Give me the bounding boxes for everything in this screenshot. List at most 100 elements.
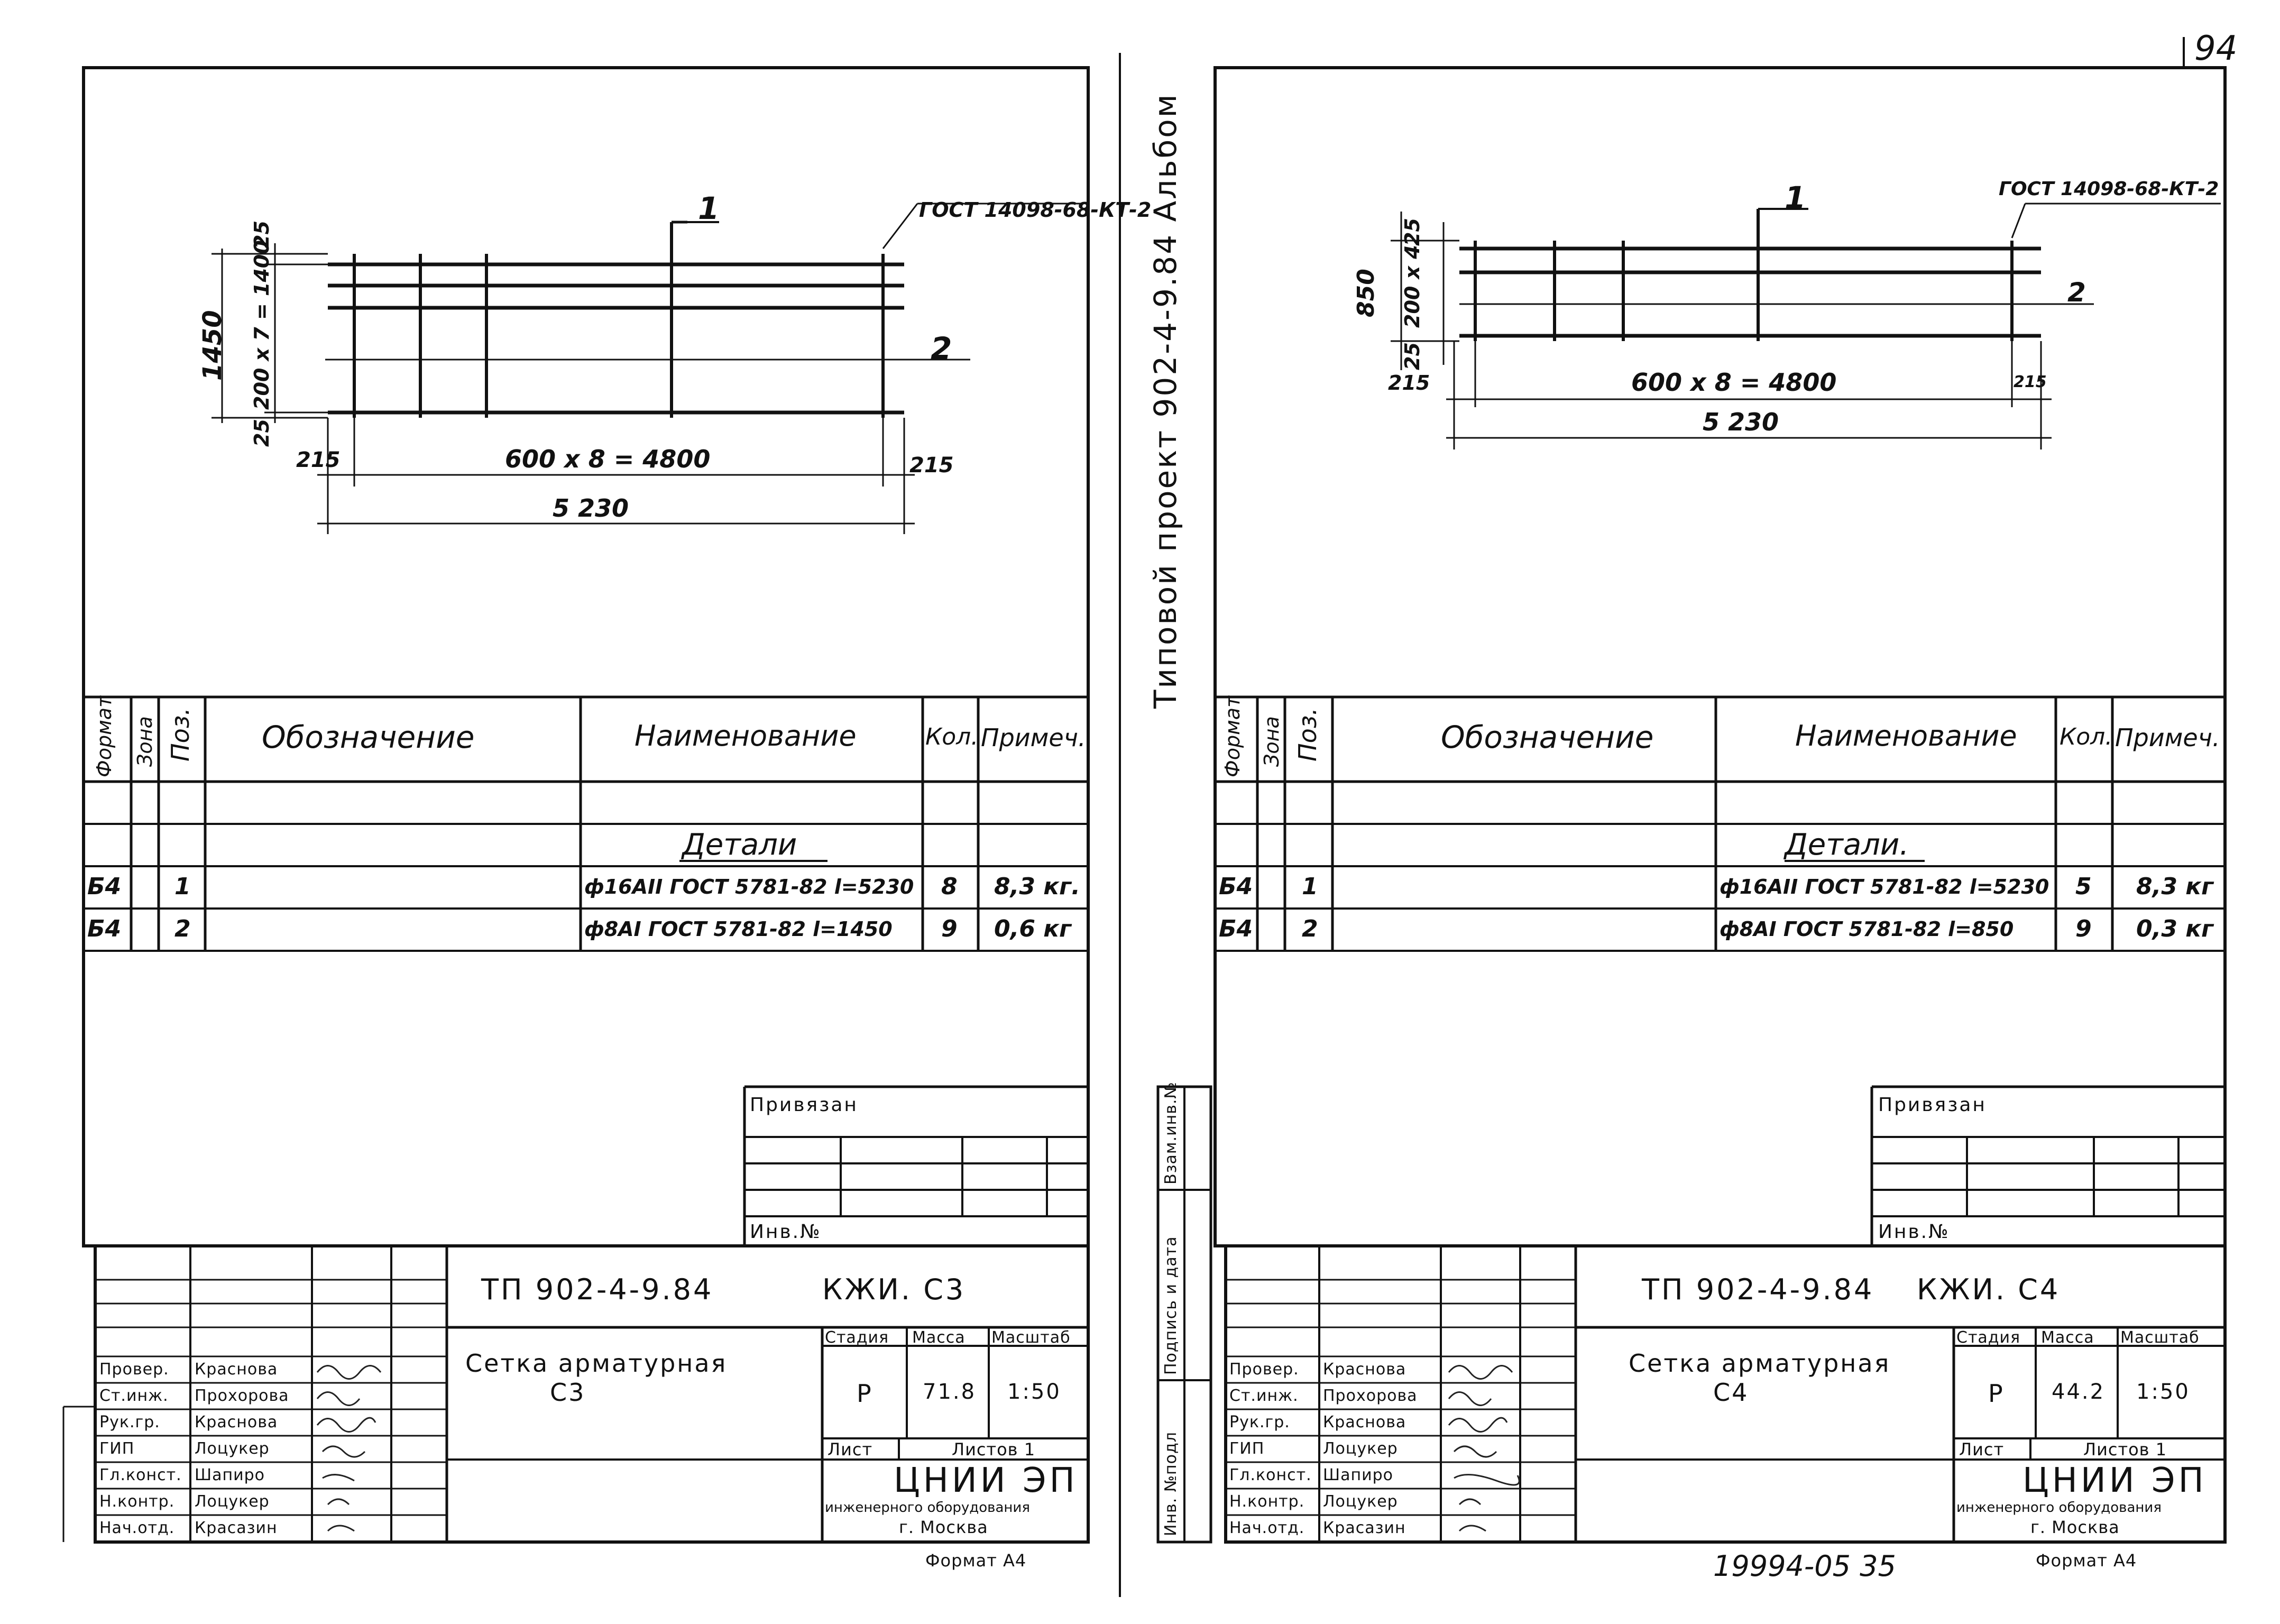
left-format: Формат А4	[925, 1550, 1027, 1571]
right-signer-role-7: Нач.отд.	[1229, 1519, 1305, 1537]
left-pos1: 1	[698, 190, 720, 226]
right-gost-label: ГОСТ 14098-68-КТ-2	[1999, 178, 2219, 200]
right-pos1: 1	[1785, 180, 1806, 216]
left-row2-format: Б4	[87, 915, 122, 942]
left-doc-name1: Сетка арматурная	[465, 1349, 728, 1378]
left-dim-total-length: 5 230	[553, 494, 629, 522]
right-row1-qty: 5	[2075, 873, 2092, 900]
right-doc-mark: КЖИ. С4	[1917, 1273, 2061, 1306]
right-signer-role-5: Гл.конст.	[1229, 1466, 1312, 1484]
left-section-title: Детали	[682, 828, 797, 862]
right-row2-note: 0,3 кг	[2136, 915, 2214, 942]
right-signer-name-7: Красазин	[1323, 1519, 1406, 1537]
left-signer-role-6: Н.контр.	[99, 1492, 175, 1511]
left-signer-role-2: Ст.инж.	[99, 1387, 169, 1405]
left-hdr-qty: Кол.	[925, 723, 979, 750]
left-signer-name-3: Краснова	[195, 1413, 278, 1432]
left-signer-role-7: Нач.отд.	[99, 1519, 175, 1537]
right-signer-name-1: Краснова	[1323, 1360, 1406, 1379]
left-signer-name-6: Лоцукер	[195, 1492, 270, 1511]
handwritten-number: 19994-05 35	[1713, 1549, 1896, 1583]
left-signer-name-2: Прохорова	[195, 1387, 289, 1405]
right-row2-format: Б4	[1219, 915, 1253, 942]
right-doc-code: ТП 902-4-9.84	[1642, 1273, 1874, 1306]
left-signer-role-3: Рук.гр.	[99, 1413, 160, 1432]
left-privyazan-inv: Инв.№	[750, 1221, 822, 1243]
left-mass-label: Масса	[912, 1328, 966, 1347]
right-dim-total-length: 5 230	[1703, 408, 1779, 436]
right-section-title: Детали.	[1785, 828, 1909, 862]
left-privyazan-title: Привязан	[750, 1094, 858, 1116]
right-doc-name2: С4	[1713, 1378, 1749, 1407]
right-org-line3: г. Москва	[2030, 1517, 2120, 1537]
right-privyazan-title: Привязан	[1878, 1094, 1987, 1116]
left-org-line2: инженерного оборудования	[825, 1500, 1030, 1516]
left-sheets-label: Листов 1	[952, 1439, 1036, 1460]
right-signer-name-3: Краснова	[1323, 1413, 1406, 1432]
left-row1-note: 8,3 кг.	[994, 873, 1080, 900]
right-format: Формат А4	[2036, 1550, 2137, 1571]
left-signer-name-7: Красазин	[195, 1519, 278, 1537]
left-row1-pos: 1	[174, 873, 191, 900]
left-dim-right: 215	[909, 453, 954, 478]
right-hdr-designation: Обозначение	[1441, 719, 1654, 755]
left-signer-role-5: Гл.конст.	[99, 1466, 182, 1484]
left-row1-format: Б4	[87, 873, 122, 900]
left-doc-name2: С3	[550, 1378, 586, 1407]
left-hdr-name: Наименование	[635, 719, 857, 753]
left-signer-role-4: ГИП	[99, 1439, 135, 1458]
left-doc-mark: КЖИ. С3	[822, 1273, 966, 1306]
right-row1-format: Б4	[1219, 873, 1253, 900]
right-sheets-label: Листов 1	[2083, 1439, 2167, 1460]
left-doc-code: ТП 902-4-9.84	[481, 1273, 714, 1306]
left-gost-label: ГОСТ 14098-68-КТ-2	[919, 198, 1152, 222]
right-signer-role-6: Н.контр.	[1229, 1492, 1305, 1511]
right-dim-left: 215	[1388, 371, 1430, 394]
left-stage: Р	[857, 1379, 873, 1408]
right-signer-name-2: Прохорова	[1323, 1387, 1418, 1405]
left-row2-pos: 2	[174, 915, 191, 942]
right-hdr-note: Примеч.	[2115, 723, 2220, 752]
right-org-line2: инженерного оборудования	[1956, 1500, 2162, 1516]
right-doc-name1: Сетка арматурная	[1629, 1349, 1891, 1378]
right-row1-note: 8,3 кг	[2136, 873, 2214, 900]
right-signer-role-1: Провер.	[1229, 1360, 1299, 1379]
right-pos2: 2	[2067, 277, 2086, 308]
left-row1-qty: 8	[941, 873, 958, 900]
right-dim-grid-length: 600 x 8 = 4800	[1631, 368, 1837, 397]
right-row1-name: ф16АII ГОСТ 5781-82 l=5230	[1720, 875, 2049, 898]
left-dim-left: 215	[296, 448, 341, 472]
right-signer-role-2: Ст.инж.	[1229, 1387, 1299, 1405]
left-sheet-label: Лист	[828, 1439, 873, 1460]
right-scale-label: Масштаб	[2120, 1328, 2200, 1347]
right-signer-role-4: ГИП	[1229, 1439, 1265, 1458]
right-scale: 1:50	[2136, 1380, 2190, 1404]
right-hdr-qty: Кол.	[2060, 723, 2113, 750]
left-stage-label: Стадия	[825, 1328, 889, 1347]
left-hdr-designation: Обозначение	[262, 719, 475, 755]
left-signer-name-4: Лоцукер	[195, 1439, 270, 1458]
left-row2-note: 0,6 кг	[994, 915, 1072, 942]
right-signer-name-6: Лоцукер	[1323, 1492, 1398, 1511]
page-number: 94	[2194, 29, 2238, 68]
right-privyazan-inv: Инв.№	[1878, 1221, 1950, 1243]
right-stage: Р	[1988, 1379, 2005, 1408]
right-mass-label: Масса	[2041, 1328, 2094, 1347]
left-org-name: ЦНИИ ЭП	[894, 1461, 1078, 1500]
left-mass: 71.8	[923, 1380, 977, 1404]
right-row2-pos: 2	[1302, 915, 1318, 942]
left-org-line3: г. Москва	[899, 1517, 988, 1537]
left-dim-grid-length: 600 x 8 = 4800	[505, 445, 711, 473]
right-signer-role-3: Рук.гр.	[1229, 1413, 1290, 1432]
right-row1-pos: 1	[1302, 873, 1318, 900]
left-scale: 1:50	[1007, 1380, 1061, 1404]
right-sheet-label: Лист	[1959, 1439, 2005, 1460]
left-row1-name: ф16АII ГОСТ 5781-82 l=5230	[584, 875, 914, 898]
right-signer-name-4: Лоцукер	[1323, 1439, 1398, 1458]
left-signer-name-5: Шапиро	[195, 1466, 265, 1484]
right-signer-name-5: Шапиро	[1323, 1466, 1393, 1484]
left-row2-name: ф8АI ГОСТ 5781-82 l=1450	[584, 917, 893, 941]
left-hdr-note: Примеч.	[981, 723, 1086, 752]
left-signer-name-1: Краснова	[195, 1360, 278, 1379]
